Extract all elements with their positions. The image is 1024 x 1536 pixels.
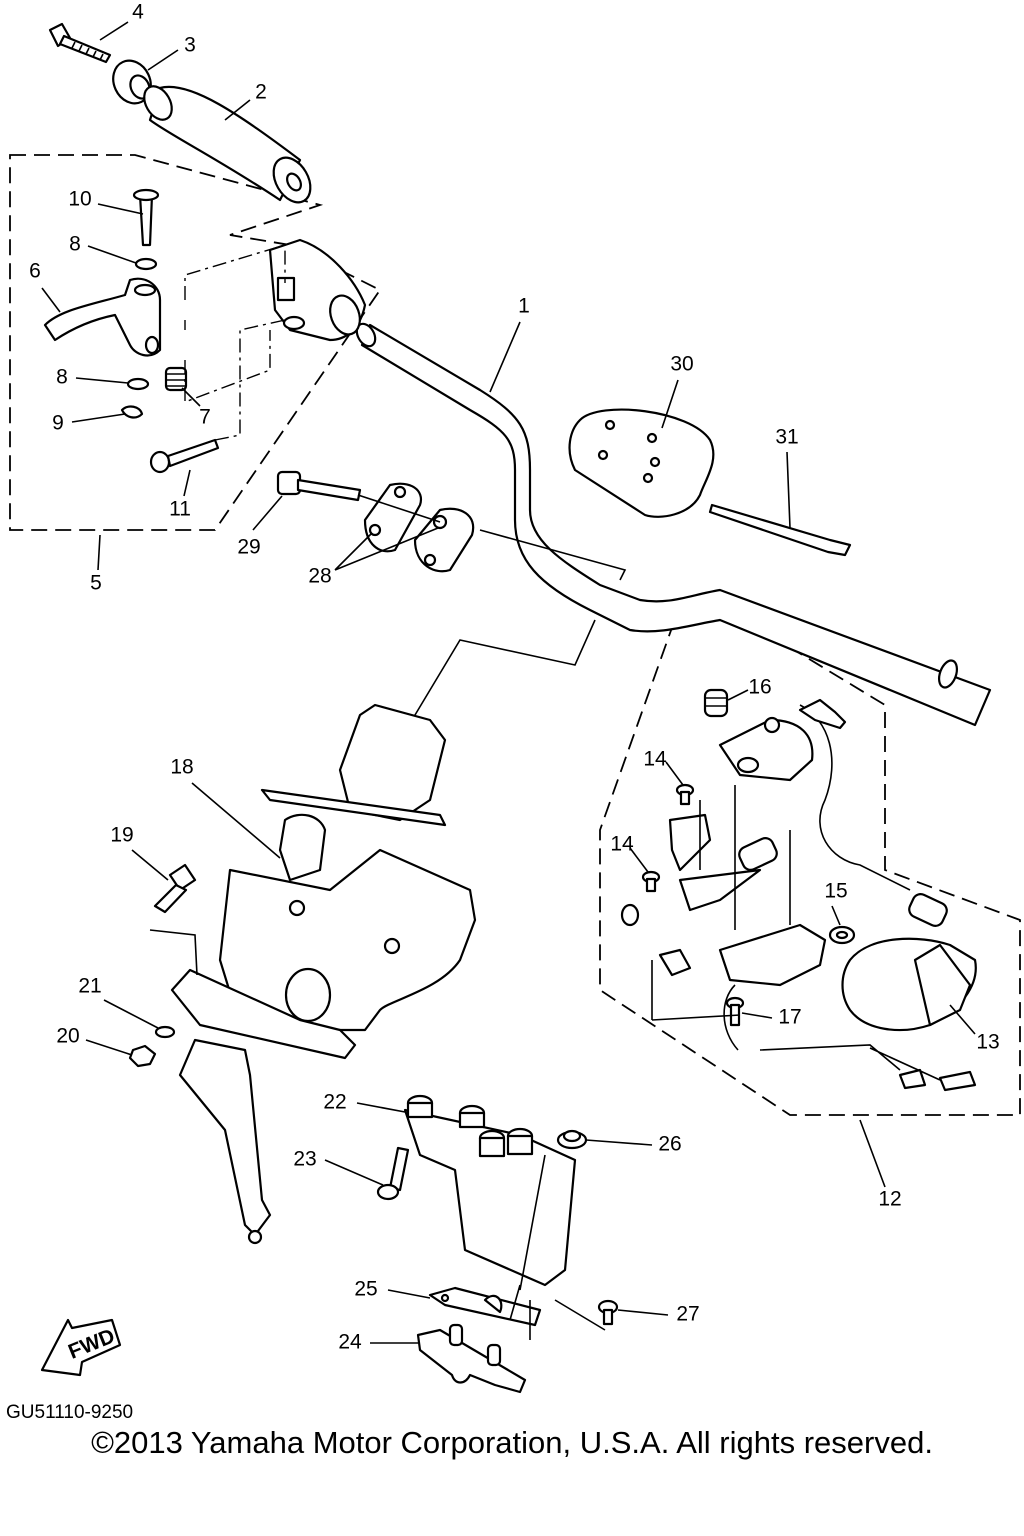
callout-9: 9 bbox=[52, 412, 64, 435]
group-box-12 bbox=[599, 604, 1021, 1116]
callout-17: 17 bbox=[778, 1006, 801, 1029]
bolt-4 bbox=[48, 22, 112, 64]
callout-15: 15 bbox=[824, 880, 847, 903]
screw-14b bbox=[641, 870, 661, 893]
pin-10 bbox=[138, 193, 154, 247]
terminal bbox=[620, 903, 640, 927]
group-box-5 bbox=[9, 154, 382, 531]
callout-1: 1 bbox=[518, 295, 530, 318]
callout-28: 28 bbox=[308, 565, 331, 588]
bolt-23 bbox=[376, 1146, 410, 1201]
callout-12: 12 bbox=[878, 1188, 901, 1211]
washer-21 bbox=[154, 1025, 176, 1039]
screw-14a bbox=[675, 783, 695, 806]
nut-20 bbox=[128, 1044, 157, 1068]
screw-17 bbox=[725, 996, 745, 1027]
callout-16: 16 bbox=[748, 676, 771, 699]
callout-26: 26 bbox=[658, 1133, 681, 1156]
cover-13 bbox=[841, 937, 977, 1032]
callout-20: 20 bbox=[56, 1025, 79, 1048]
callout-7: 7 bbox=[199, 406, 211, 429]
washer-8b bbox=[126, 377, 150, 391]
screw-11 bbox=[149, 438, 220, 474]
bolt-19 bbox=[153, 863, 197, 914]
callout-2: 2 bbox=[255, 81, 267, 104]
nut-26 bbox=[556, 1129, 588, 1150]
callout-24: 24 bbox=[338, 1331, 362, 1354]
switch-body bbox=[658, 813, 778, 977]
callout-31: 31 bbox=[775, 426, 798, 449]
callout-23: 23 bbox=[293, 1148, 316, 1171]
washer-8a bbox=[134, 257, 158, 271]
callout-11: 11 bbox=[169, 498, 191, 521]
bolt-29 bbox=[276, 470, 362, 502]
callout-14: 14 bbox=[643, 748, 667, 771]
callout-29: 29 bbox=[237, 536, 260, 559]
callout-13: 13 bbox=[976, 1031, 999, 1054]
switch-base bbox=[718, 923, 827, 987]
callout-30: 30 bbox=[670, 353, 693, 376]
callout-3: 3 bbox=[184, 34, 196, 57]
throttle-lever-6 bbox=[43, 277, 162, 357]
pad-30 bbox=[568, 408, 715, 518]
callout-8: 8 bbox=[56, 366, 68, 389]
leader-lines bbox=[41, 21, 976, 1344]
diagram-code: GU51110-9250 bbox=[6, 1402, 134, 1423]
callout-22: 22 bbox=[323, 1091, 346, 1114]
copyright-notice: ©2013 Yamaha Motor Corporation, U.S.A. A… bbox=[91, 1425, 933, 1460]
spring-assembly bbox=[908, 893, 948, 927]
callout-25: 25 bbox=[354, 1278, 377, 1301]
plate-24 bbox=[416, 1323, 527, 1394]
bracket-22 bbox=[403, 1094, 577, 1287]
callout-4: 4 bbox=[132, 1, 144, 24]
callout-18: 18 bbox=[170, 756, 193, 779]
holder-28 bbox=[363, 482, 475, 573]
callout-8: 8 bbox=[69, 233, 81, 256]
plate-25 bbox=[428, 1286, 542, 1327]
callout-19: 19 bbox=[110, 824, 133, 847]
callout-labels: 1 2 3 4 5 6 7 8 8 9 10 11 12 13 14 14 15… bbox=[29, 1, 1000, 1354]
callout-10: 10 bbox=[68, 188, 91, 211]
spring-7 bbox=[164, 366, 188, 392]
clip-9 bbox=[120, 405, 144, 419]
band-31 bbox=[708, 503, 852, 557]
callout-27: 27 bbox=[676, 1303, 699, 1326]
screw-27 bbox=[597, 1299, 619, 1326]
grommet-15 bbox=[828, 925, 856, 945]
callout-6: 6 bbox=[29, 260, 41, 283]
callout-21: 21 bbox=[78, 975, 101, 998]
fwd-arrow: FWD bbox=[40, 1318, 122, 1377]
throttle-housing bbox=[268, 238, 367, 342]
steering-column-18 bbox=[170, 703, 477, 1245]
callout-14: 14 bbox=[610, 833, 634, 856]
boot-16 bbox=[703, 688, 729, 718]
switch-housing bbox=[718, 716, 814, 782]
grip-2 bbox=[143, 85, 312, 204]
callout-5: 5 bbox=[90, 572, 102, 595]
